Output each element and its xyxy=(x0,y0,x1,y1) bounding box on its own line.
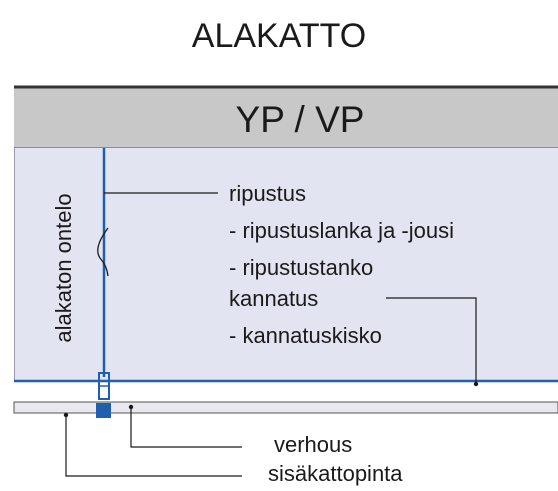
slab-label: YP / VP xyxy=(236,99,365,140)
leader-kannatus-dot xyxy=(473,381,479,387)
label-kannatus-item1: - kannatuskisko xyxy=(229,323,382,348)
diagram-title: ALAKATTO xyxy=(192,17,366,55)
structural-slab xyxy=(14,86,558,148)
leader-sisakattopinta xyxy=(65,415,242,477)
label-ripustus: ripustus xyxy=(229,181,306,206)
leader-sisakattopinta-dot xyxy=(63,412,69,418)
label-verhous: verhous xyxy=(274,432,352,457)
label-kannatus: kannatus xyxy=(229,286,318,311)
anchor-clip xyxy=(96,403,111,418)
cavity-label: alakaton ontelo xyxy=(51,193,76,342)
leader-verhous xyxy=(130,407,242,448)
label-ripustus-item1: - ripustuslanka ja -jousi xyxy=(229,218,454,243)
hanger-spring-bracket xyxy=(97,227,109,277)
label-sisakattopinta: sisäkattopinta xyxy=(268,461,403,486)
leader-kannatus xyxy=(386,297,477,384)
leader-verhous-dot xyxy=(128,404,134,410)
label-ripustus-item2: - ripustustanko xyxy=(229,255,373,280)
lining-board xyxy=(13,401,558,414)
